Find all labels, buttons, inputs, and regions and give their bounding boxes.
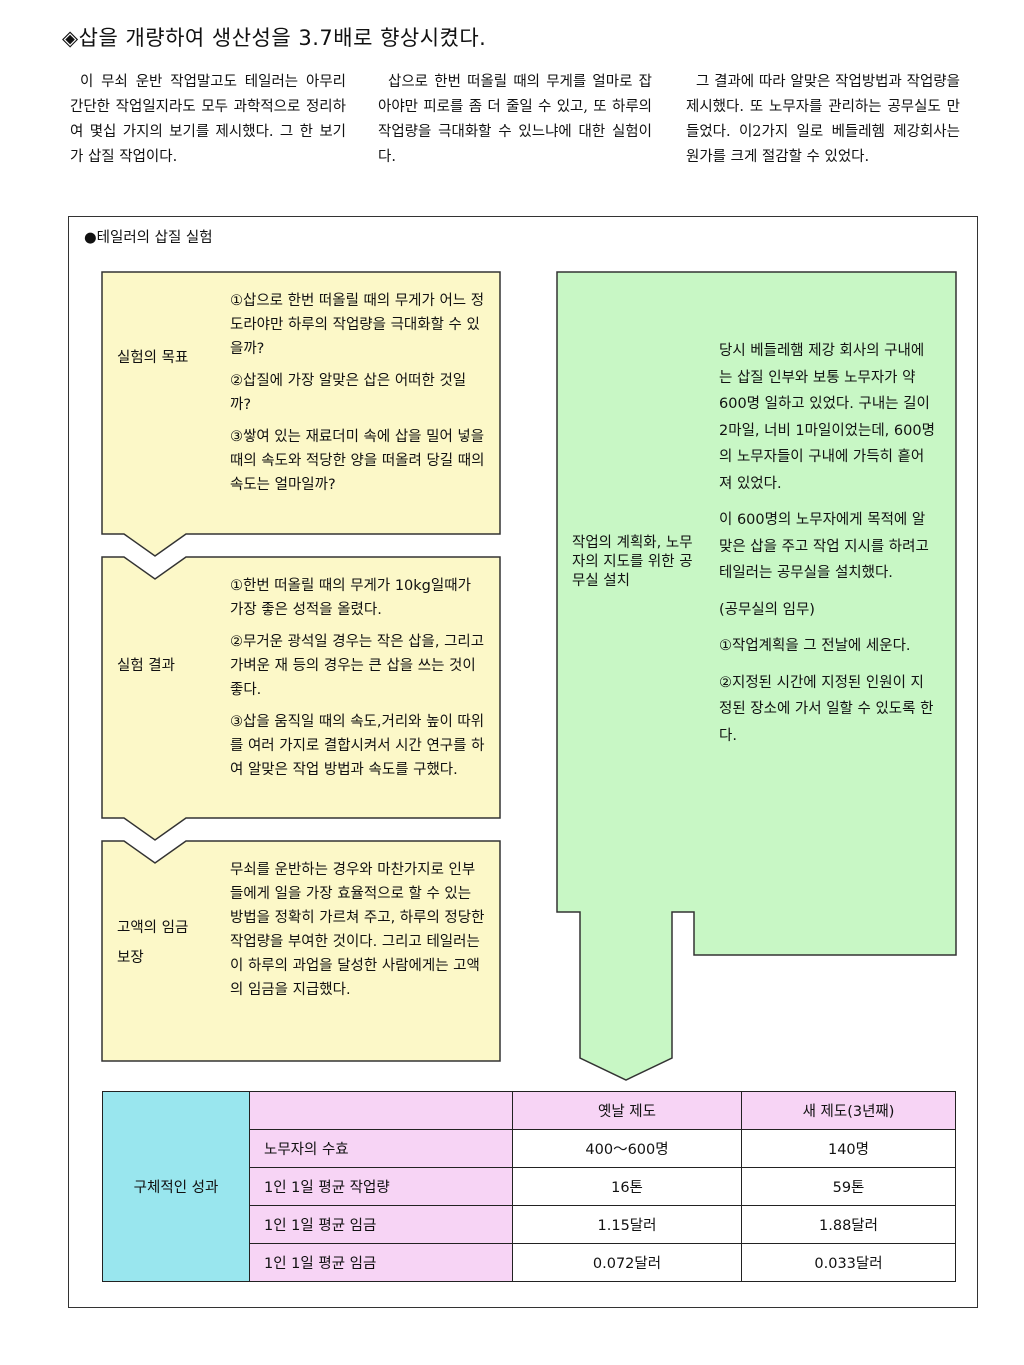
table-header-row: 구체적인 성과 옛날 제도 새 제도(3년째)	[102, 1091, 956, 1282]
new-value: 1.88달러	[741, 1205, 956, 1244]
column-header-old: 옛날 제도	[512, 1091, 742, 1130]
wage-box	[101, 840, 501, 1062]
old-value: 400～600명	[512, 1129, 742, 1168]
experiment-frame	[68, 216, 978, 1308]
planning-box	[556, 271, 957, 1081]
table-row: 1인 1일 평균 임금 0.072달러 0.033달러	[103, 1243, 956, 1282]
table-row: 노무자의 수효 400～600명 140명	[103, 1129, 956, 1168]
row-label: 1인 1일 평균 임금	[249, 1205, 513, 1244]
wage-text: 무쇠를 운반하는 경우와 마찬가지로 인부들에게 일을 가장 효율적으로 할 수…	[230, 858, 486, 1010]
planning-para-1: 당시 베들레햄 제강 회사의 구내에는 삽질 인부와 보통 노무자가 약 600…	[719, 343, 935, 492]
goal-label: 실험의 목표	[117, 350, 189, 366]
results-side-label: 구체적인 성과	[102, 1091, 250, 1282]
old-value: 16톤	[512, 1167, 742, 1206]
intro-column-1: 이 무쇠 운반 작업말고도 테일러는 아무리 간단한 작업일지라도 모두 과학적…	[70, 74, 346, 165]
goal-item-1: ①삽으로 한번 떠올릴 때의 무게가 어느 정도라야만 하루의 작업량을 극대화…	[230, 293, 485, 357]
wage-label: 고액의 임금 보장	[117, 913, 188, 973]
new-value: 0.033달러	[741, 1243, 956, 1282]
planning-para-5: ②지정된 시간에 지정된 인원이 지정된 장소에 가서 일할 수 있도록 한다.	[719, 674, 934, 744]
column-header-new: 새 제도(3년째)	[741, 1091, 956, 1130]
planning-para-2: 이 600명의 노무자에게 목적에 알맞은 삽을 주고 작업 지시를 하려고 테…	[719, 512, 929, 581]
wage-label-line-1: 고액의 임금	[117, 920, 189, 936]
goal-text: ①삽으로 한번 떠올릴 때의 무게가 어느 정도라야만 하루의 작업량을 극대화…	[230, 289, 486, 505]
old-value: 1.15달러	[512, 1205, 742, 1244]
result-label: 실험 결과	[117, 658, 175, 674]
table-corner-cell	[249, 1091, 513, 1130]
planning-para-4: ①작업계획을 그 전날에 세운다.	[719, 638, 911, 654]
result-item-1: ①한번 떠올릴 때의 무게가 10kg일때가 가장 좋은 성적을 올렸다.	[230, 578, 471, 618]
goal-box	[101, 271, 501, 557]
planning-text: 당시 베들레햄 제강 회사의 구내에는 삽질 인부와 보통 노무자가 약 600…	[719, 338, 937, 759]
wage-label-line-2: 보장	[117, 950, 144, 966]
goal-item-2: ②삽질에 가장 알맞은 삽은 어떠한 것일까?	[230, 373, 467, 413]
new-value: 59톤	[741, 1167, 956, 1206]
planning-label: 작업의 계획화, 노무자의 지도를 위한 공무실 설치	[572, 535, 693, 589]
old-value: 0.072달러	[512, 1243, 742, 1282]
goal-item-3: ③쌓여 있는 재료더미 속에 삽을 밀어 넣을 때의 속도와 적당한 양을 떠올…	[230, 429, 485, 493]
table-row: 1인 1일 평균 작업량 16톤 59톤	[103, 1167, 956, 1206]
page-title: ◈삽을 개량하여 생산성을 3.7배로 향상시켰다.	[62, 26, 487, 50]
result-item-3: ③삽을 움직일 때의 속도,거리와 높이 따위를 여러 가지로 결합시켜서 시간…	[230, 714, 485, 778]
intro-column-3: 그 결과에 따라 알맞은 작업방법과 작업량을 제시했다. 또 노무자를 관리하…	[686, 74, 960, 165]
experiment-heading: ●테일러의 삽질 실험	[84, 230, 213, 246]
results-table: 구체적인 성과 옛날 제도 새 제도(3년째) 노무자의 수효 400～600명…	[102, 1091, 956, 1282]
result-box	[101, 556, 501, 841]
intro-column-2: 삽으로 한번 떠올릴 때의 무게를 얼마로 잡아야만 피로를 좀 더 줄일 수 …	[378, 74, 652, 165]
row-label: 1인 1일 평균 임금	[249, 1243, 513, 1282]
result-text: ①한번 떠올릴 때의 무게가 10kg일때가 가장 좋은 성적을 올렸다. ②무…	[230, 574, 486, 790]
row-label: 1인 1일 평균 작업량	[249, 1167, 513, 1206]
planning-para-3: (공무실의 임무)	[719, 601, 815, 618]
row-label: 노무자의 수효	[249, 1129, 513, 1168]
result-item-2: ②무거운 광석일 경우는 작은 삽을, 그리고 가벼운 재 등의 경우는 큰 삽…	[230, 634, 485, 698]
table-row: 1인 1일 평균 임금 1.15달러 1.88달러	[103, 1205, 956, 1244]
new-value: 140명	[741, 1129, 956, 1168]
wage-item-1: 무쇠를 운반하는 경우와 마찬가지로 인부들에게 일을 가장 효율적으로 할 수…	[230, 862, 485, 998]
